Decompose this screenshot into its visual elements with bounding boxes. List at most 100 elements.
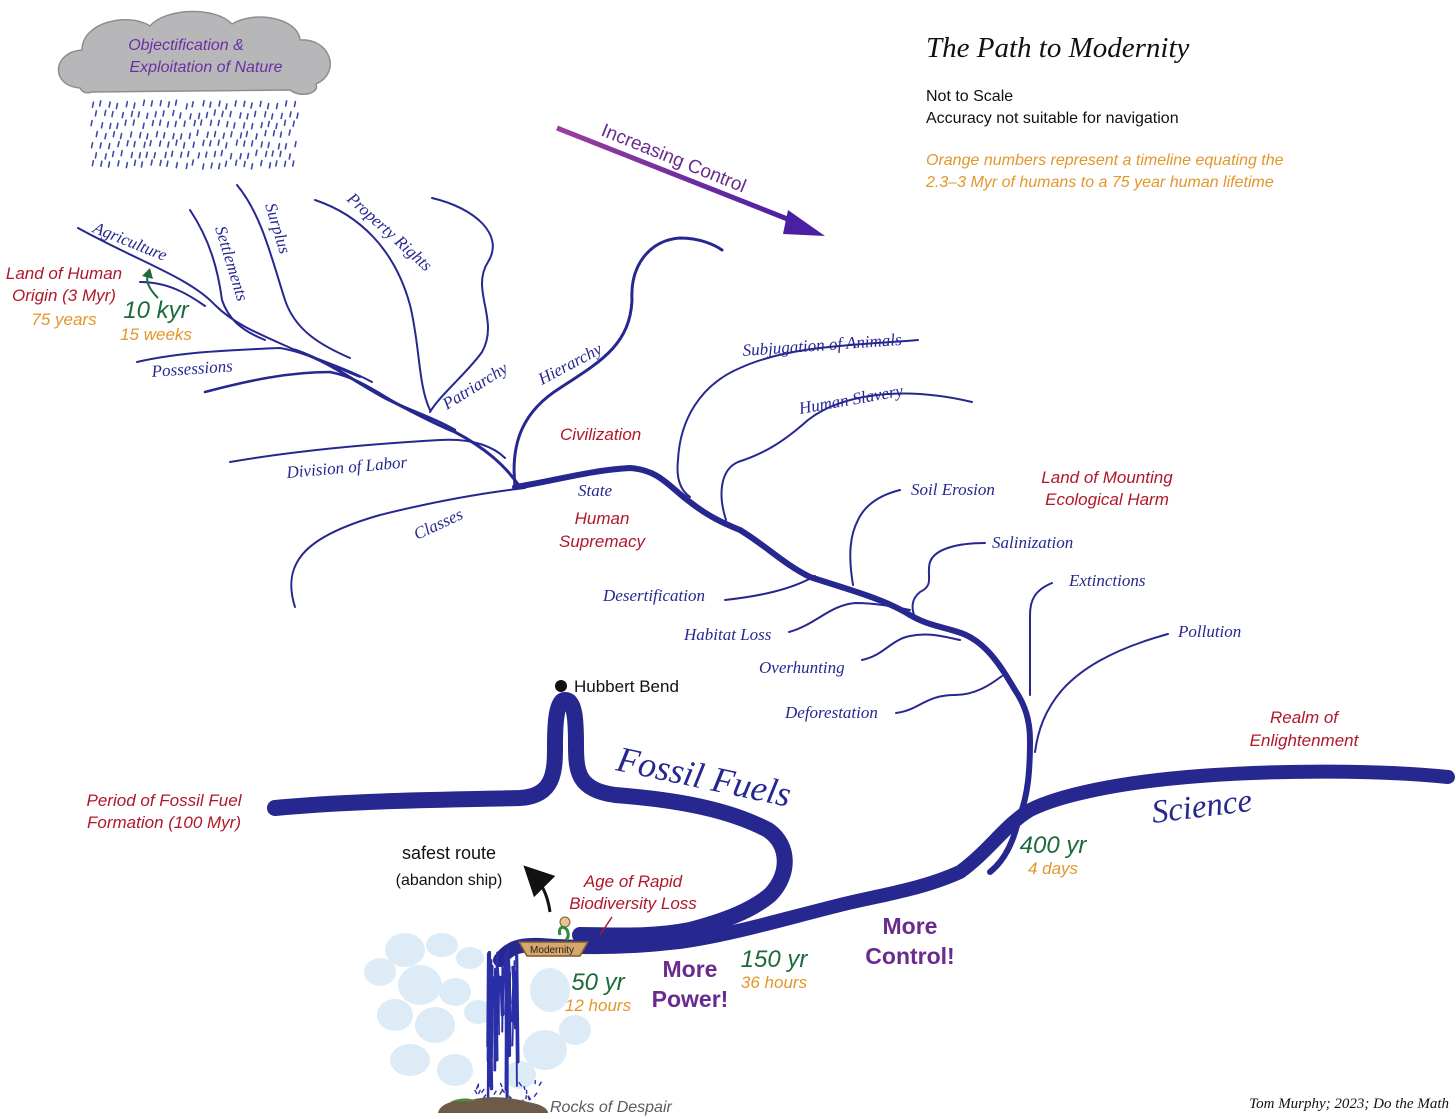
rain-drop: [239, 112, 242, 119]
rain-drop: [272, 129, 276, 137]
rain-drop: [140, 161, 144, 168]
rain-drop: [253, 110, 257, 118]
rain-drop: [209, 140, 212, 147]
rain-drop: [283, 119, 287, 127]
waterfall-streak: [486, 950, 492, 1062]
fossil-fuels-river: [267, 692, 793, 944]
rain-drop: [246, 152, 250, 160]
waterfall-streak: [515, 954, 520, 1064]
rain-drop: [142, 99, 146, 107]
timeline-agriculture-kyr: 10 kyr: [123, 297, 189, 324]
rain-drop: [155, 130, 159, 138]
splash-bubbles: [364, 933, 591, 1089]
rain-drop: [159, 159, 162, 167]
rain-drop: [145, 133, 149, 140]
rain-drop: [125, 161, 129, 169]
rain-drop: [133, 140, 136, 148]
splash-drop: [474, 1089, 478, 1095]
rain-drop: [239, 132, 243, 139]
splash-drop: [523, 1085, 526, 1091]
science-river: [493, 764, 1455, 967]
rain-drop: [260, 121, 263, 129]
rain-drop: [174, 99, 178, 107]
rain-drop: [126, 139, 129, 147]
rain-drop: [246, 113, 249, 120]
rain-drop: [235, 139, 239, 146]
rain-drop: [279, 150, 282, 158]
rain-drop: [260, 141, 263, 148]
rain-drop: [91, 101, 95, 109]
rain-drop: [108, 101, 111, 108]
rain-drop: [213, 130, 217, 138]
rain-drop: [242, 122, 246, 129]
rain-drop: [193, 119, 196, 127]
rain-drop: [104, 153, 107, 160]
navigation-note: Accuracy not suitable for navigation: [926, 110, 1179, 127]
region-supremacy-line1: Human: [575, 509, 630, 528]
rain-drop: [229, 110, 232, 118]
rain-drop: [197, 112, 201, 120]
rain-drop: [124, 119, 127, 126]
rain-drop: [185, 103, 189, 110]
rain-drop: [234, 100, 237, 107]
rain-drop: [133, 102, 136, 109]
rain-drop: [107, 161, 111, 168]
region-origin-line2: Origin (3 Myr): [12, 286, 116, 305]
rain-drop: [283, 160, 287, 168]
region-biodiversity-line1: Age of Rapid: [583, 872, 683, 891]
tributary-classes: Classes: [411, 504, 466, 543]
not-to-scale-note: Not to Scale: [926, 88, 1013, 105]
rain-drop: [268, 162, 272, 169]
splash-drop: [499, 1082, 503, 1088]
timeline-science-yr: 400 yr: [1020, 832, 1088, 859]
rain-drop: [182, 142, 186, 149]
increasing-control-arrow: [556, 125, 825, 236]
rain-drop: [205, 111, 209, 119]
rain-drop: [266, 102, 270, 110]
rain-drop: [279, 131, 283, 138]
rain-drop: [201, 163, 205, 170]
rain-drop: [259, 159, 263, 167]
rain-drop: [90, 141, 94, 149]
rain-drop: [209, 101, 212, 109]
rain-drop: [224, 160, 228, 168]
splash-drop: [518, 1081, 523, 1087]
rain-drop: [162, 132, 166, 139]
timeline-origin-years: 75 years: [31, 310, 97, 329]
rain-drop: [263, 110, 267, 118]
rain-drop: [267, 120, 271, 128]
rain-drop: [167, 101, 171, 108]
rain-drops: [90, 99, 299, 170]
rain-drop: [250, 162, 254, 170]
rain-drop: [204, 151, 208, 158]
rain-drop: [293, 100, 297, 108]
region-harm-line2: Ecological Harm: [1045, 490, 1169, 509]
waterfall-streak: [511, 965, 517, 995]
rain-drop: [291, 160, 295, 167]
slogan-more-control-line1: More: [883, 913, 938, 939]
cloud-label-line2: Exploitation of Nature: [130, 59, 283, 76]
rain-drop: [225, 103, 228, 110]
splash-drop: [533, 1092, 538, 1098]
tributary-settlements: Settlements: [211, 224, 252, 304]
splash-drop: [538, 1081, 543, 1087]
rain-drop: [162, 110, 165, 117]
rain-drop: [145, 112, 149, 120]
rain-drop: [206, 131, 209, 139]
main-river-trunk: [512, 465, 1033, 818]
region-harm-line1: Land of Mounting: [1041, 468, 1173, 487]
rain-drop: [243, 140, 246, 147]
hubbert-bend-label: Hubbert Bend: [574, 677, 679, 696]
rocks-of-despair-icon: [438, 1097, 548, 1113]
rain-drop: [158, 140, 162, 147]
timeline-modern-hours: 12 hours: [565, 996, 632, 1015]
splash-drop: [488, 1084, 493, 1090]
rain-drop: [202, 99, 205, 107]
river-state: State: [578, 481, 612, 500]
splash-drop: [493, 1090, 497, 1096]
rain-drop: [229, 152, 233, 160]
increasing-control-label: Increasing Control: [598, 120, 749, 197]
waterfall-streak: [487, 958, 493, 1087]
rain-drop: [230, 130, 233, 138]
rain-drop: [166, 160, 169, 168]
